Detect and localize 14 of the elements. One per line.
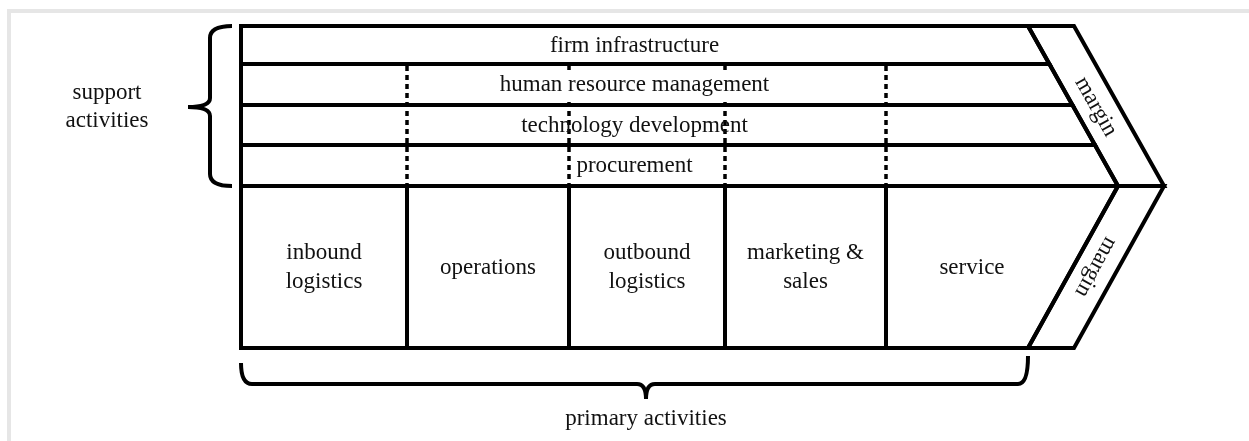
activity-text: procurement — [576, 151, 693, 180]
support-activities-label: support activities — [64, 78, 150, 134]
primary-activities-label: primary activities — [565, 404, 727, 432]
activity-text: human resource management — [499, 70, 770, 99]
activity-text: margin — [1069, 70, 1125, 142]
activity-text: inbound logistics — [284, 238, 364, 295]
activity-text: firm infrastructure — [549, 30, 720, 59]
activity-text: technology development — [521, 110, 748, 139]
primary-activity-box — [241, 186, 407, 348]
activity-text: service — [939, 252, 1005, 281]
primary-activity-box — [886, 186, 1118, 348]
activity-text: operations — [440, 252, 536, 281]
activity-text: marketing & sales — [746, 238, 865, 295]
activity-text: outbound logistics — [602, 238, 692, 295]
